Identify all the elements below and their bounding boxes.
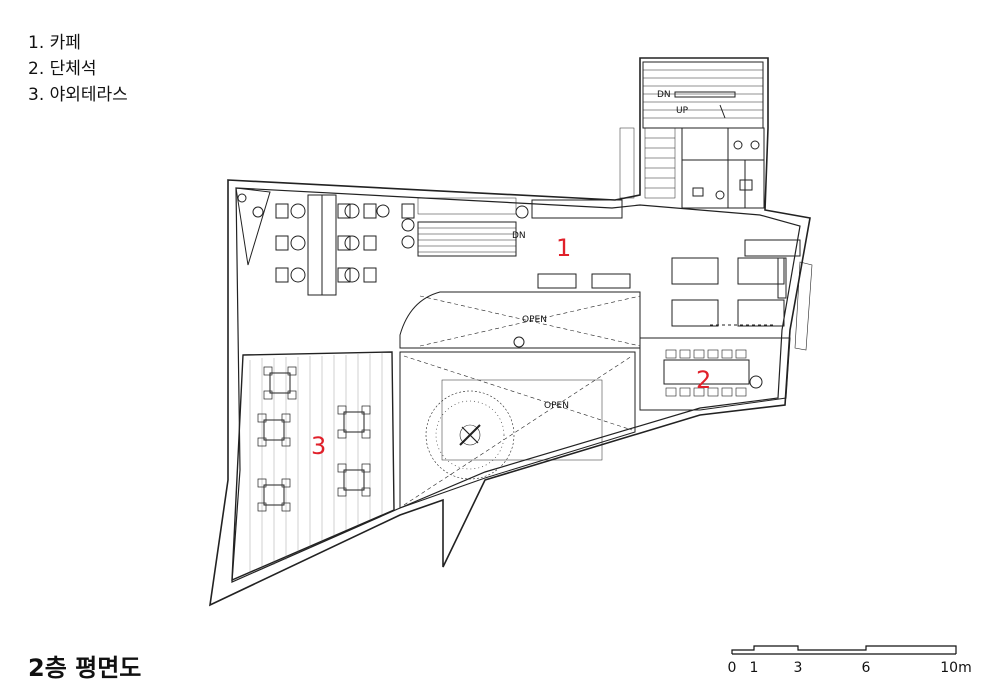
group-seating-room: [639, 337, 791, 411]
legend-item-cafe: 1. 카페: [28, 33, 81, 53]
legend-item-group-seating: 2. 단체석: [28, 59, 97, 79]
interior-stair: [417, 221, 517, 257]
terrace-tables: [257, 366, 371, 512]
stair-label-dn-interior: DN: [512, 231, 526, 241]
cafe-tables-left: [252, 203, 415, 283]
open-label-lower: OPEN: [544, 401, 569, 411]
cafe-booths-right: [671, 257, 787, 327]
scale-tick-10m: 10m: [940, 660, 972, 676]
scale-tick-1: 1: [749, 660, 759, 676]
open-label-upper: OPEN: [522, 315, 547, 325]
inner-wall: [231, 187, 801, 583]
legend: 1. 카페 2. 단체석 3. 야외테라스: [28, 30, 128, 108]
zone-label-group-seating: 2: [696, 366, 711, 394]
plan-title: 2층 평면도: [28, 654, 142, 682]
scale-bar: 0 1 3 6 10m: [724, 640, 974, 685]
outdoor-terrace: [231, 351, 395, 582]
scale-bar-graphic: [731, 645, 957, 655]
zone-label-cafe: 1: [556, 234, 571, 262]
open-void-upper: [399, 291, 641, 349]
tree-symbol: [425, 390, 515, 480]
group-table: [663, 359, 750, 385]
legend-item-outdoor-terrace: 3. 야외테라스: [28, 85, 128, 105]
scale-tick-0: 0: [727, 660, 737, 676]
outer-wall: [208, 57, 811, 607]
open-void-lower: [399, 351, 636, 509]
plan-linework: [208, 57, 813, 607]
restroom-block: [681, 127, 765, 209]
scale-tick-3: 3: [793, 660, 803, 676]
zone-label-terrace: 3: [311, 432, 326, 460]
scale-tick-6: 6: [861, 660, 871, 676]
stair-label-up: UP: [676, 106, 689, 116]
stair-label-dn-upper: DN: [657, 90, 671, 100]
